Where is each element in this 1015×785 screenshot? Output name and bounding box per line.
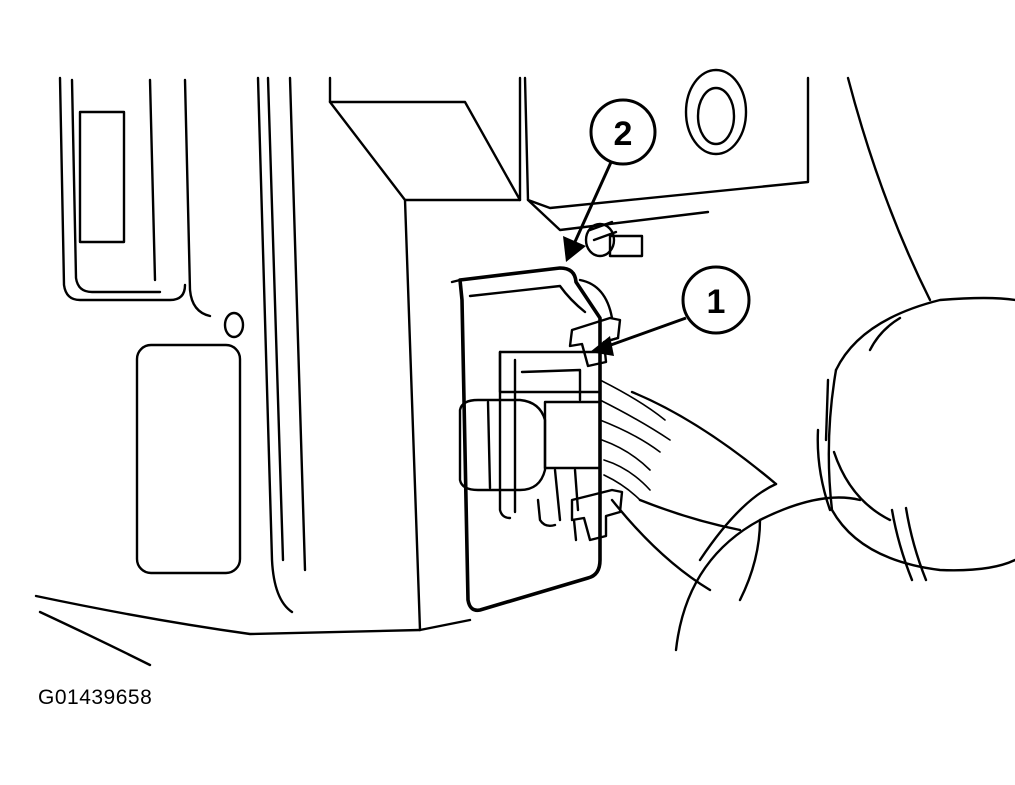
- figure-id-label: G01439658: [38, 686, 153, 709]
- mounting-stud: [584, 220, 644, 258]
- callout-number-2: 2: [614, 115, 633, 153]
- callout-number-1: 1: [707, 283, 726, 321]
- connector-locking-tab: [568, 316, 622, 368]
- wiring-harness: [599, 379, 778, 592]
- callout-1: 1: [590, 265, 751, 356]
- upper-panel: [523, 68, 932, 302]
- module-housing: [34, 76, 522, 667]
- side-frame: [256, 76, 307, 614]
- round-component: [674, 296, 1015, 652]
- module-connector: [450, 266, 614, 613]
- callout-2: 2: [563, 98, 657, 262]
- left-panel: [58, 76, 245, 575]
- lower-locking-tab: [570, 488, 624, 542]
